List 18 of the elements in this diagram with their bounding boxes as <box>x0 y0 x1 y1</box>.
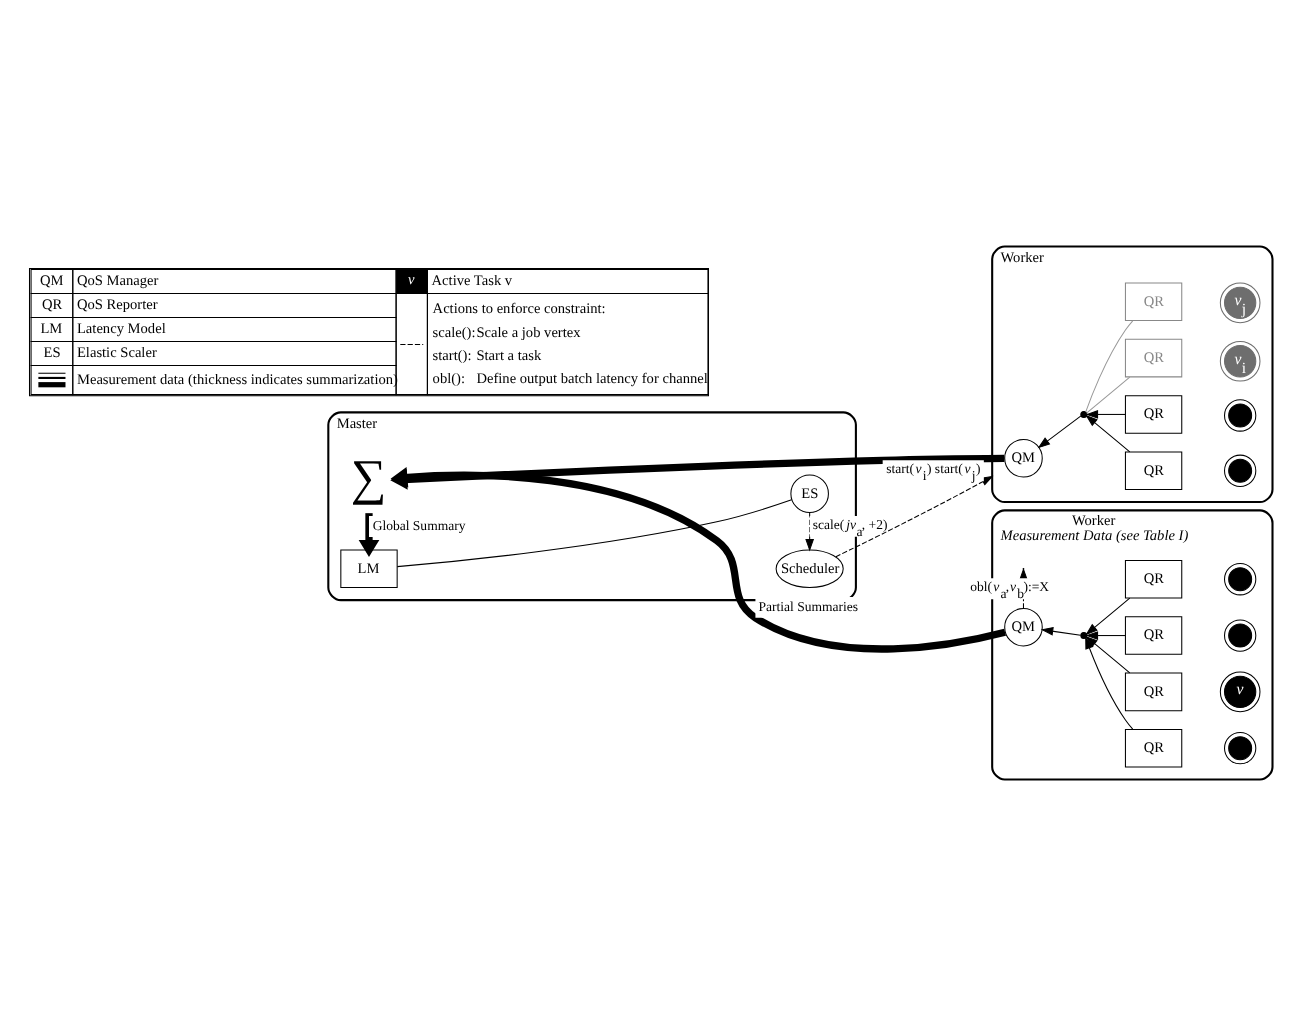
label: Scale a job vertex <box>476 321 581 340</box>
label: scale(): <box>432 321 476 340</box>
label: LM <box>40 318 63 337</box>
label: QoS Manager <box>76 270 159 289</box>
label: ES <box>43 342 61 361</box>
label: QR <box>42 294 63 313</box>
label: Start a task <box>476 344 542 363</box>
label: start(): <box>432 344 472 363</box>
node-text: ∑ <box>350 450 387 505</box>
legend-label: Active Task v <box>431 270 513 289</box>
label: Define output batch latency for channel <box>476 367 708 386</box>
label: Latency Model <box>76 318 166 337</box>
legend-label: Actions to enforce constraint: <box>432 298 606 317</box>
label: QoS Reporter <box>76 294 158 313</box>
label: Elastic Scaler <box>76 342 157 361</box>
label: obl(): <box>432 367 466 386</box>
label: v <box>408 269 415 288</box>
label: QM <box>39 270 64 289</box>
